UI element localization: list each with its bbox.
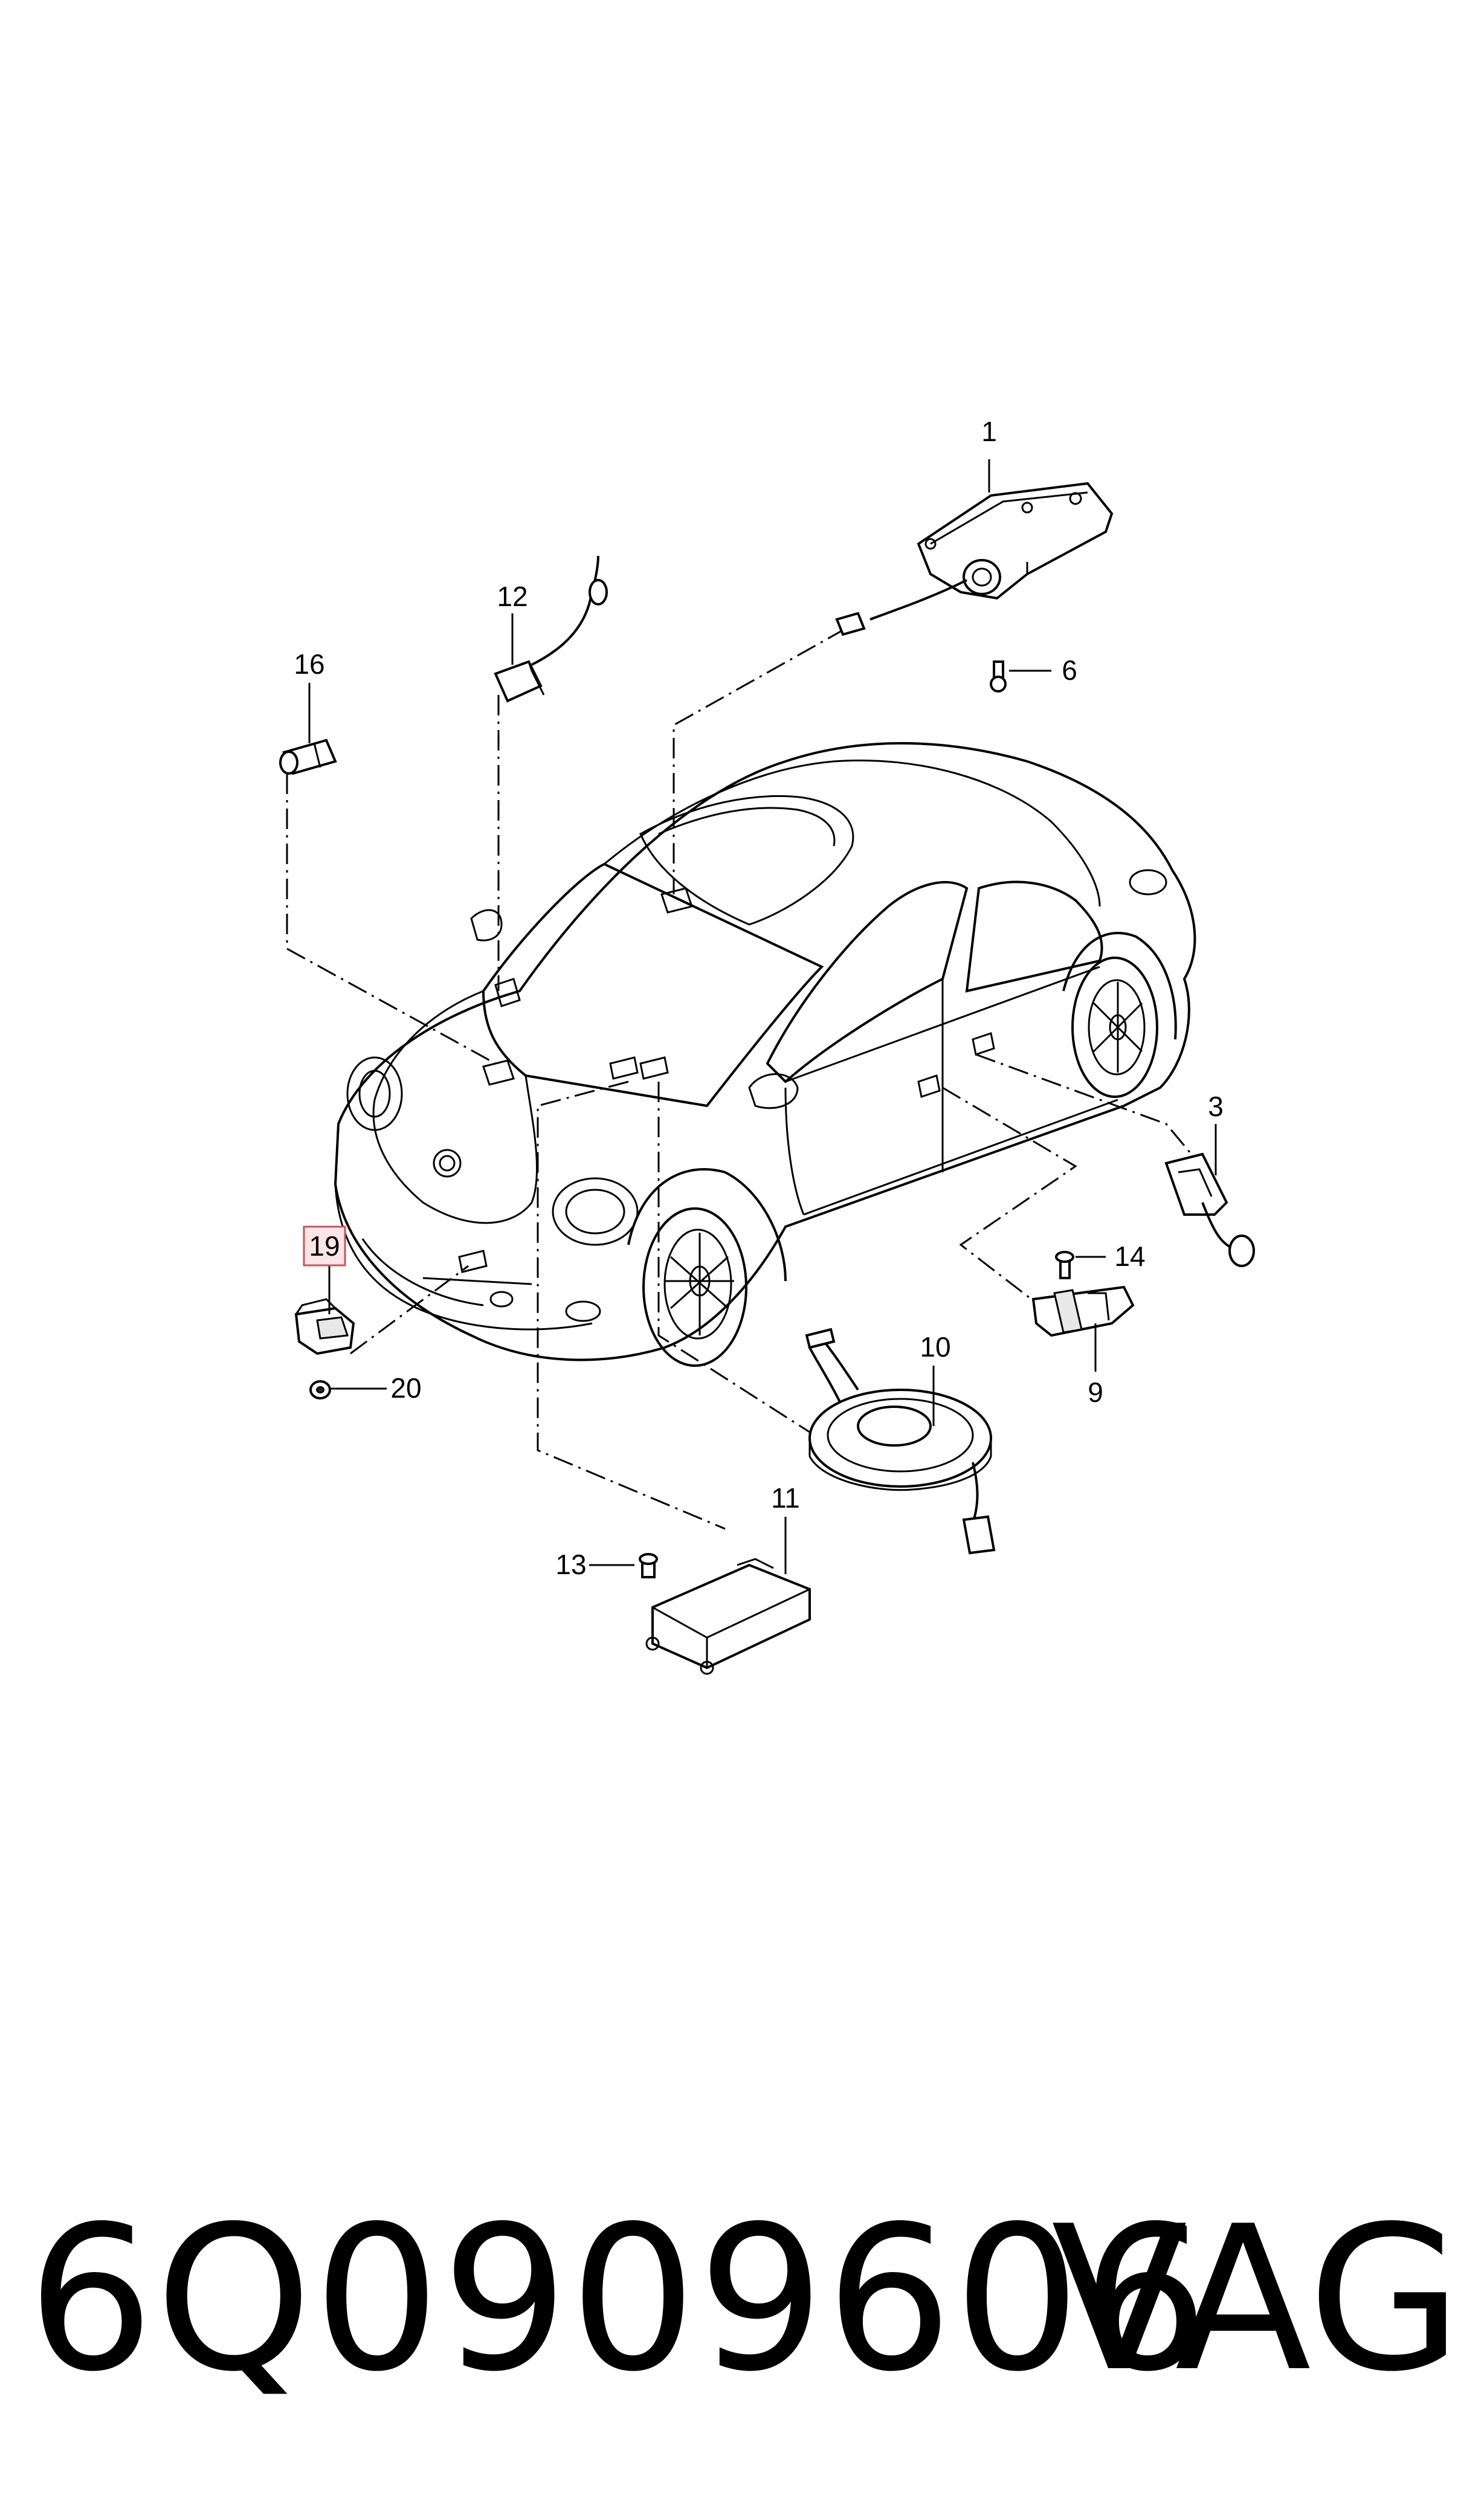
callout-19-highlight [303, 1225, 346, 1267]
part-1-sunroof-motor [835, 482, 1114, 636]
part-13-bolt [639, 1553, 658, 1578]
callout-12: 12 [497, 581, 527, 612]
car-illustration [334, 742, 1196, 1367]
callout-10: 10 [920, 1331, 950, 1363]
part-16-sensor [279, 738, 337, 775]
callout-3: 3 [1208, 1091, 1224, 1122]
part-20-clip [309, 1380, 331, 1399]
part-3-sensor [1164, 1152, 1255, 1267]
part-number: 6Q0909606 [27, 2183, 1210, 2415]
callout-1: 1 [981, 416, 997, 447]
part-9-bracket [1031, 1285, 1135, 1337]
callout-14: 14 [1114, 1241, 1145, 1272]
part-14-bolt [1055, 1251, 1074, 1279]
callout-6: 6 [1062, 654, 1077, 686]
callout-19: 19 [309, 1230, 340, 1262]
callout-9: 9 [1088, 1377, 1103, 1408]
part-6-screw [990, 660, 1007, 692]
part-11-control-unit [645, 1558, 811, 1675]
part-19-crash-sensor [294, 1298, 355, 1355]
brand-name: VAG [1051, 2183, 1462, 2415]
part-10-clock-spring [805, 1328, 996, 1555]
callout-13: 13 [555, 1549, 586, 1580]
leader-lines [286, 627, 1198, 1530]
callout-leaders [308, 459, 1217, 1574]
callout-20: 20 [390, 1372, 421, 1404]
callout-11: 11 [771, 1482, 800, 1514]
callout-16: 16 [294, 648, 324, 680]
part-12-sensor [494, 555, 608, 703]
